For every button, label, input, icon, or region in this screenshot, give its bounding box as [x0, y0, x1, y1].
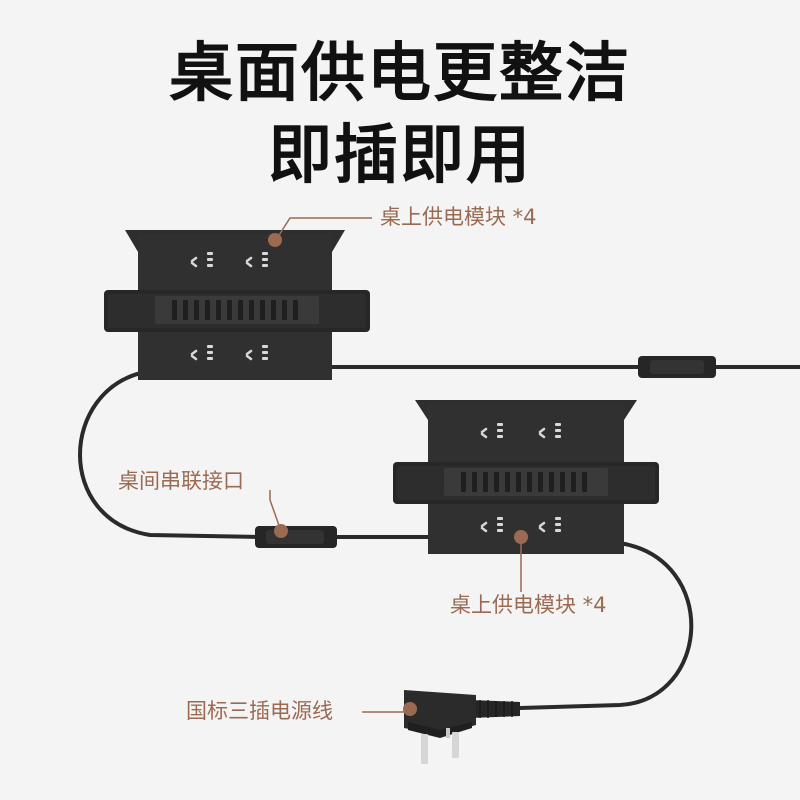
top-power-module	[104, 230, 370, 380]
callout-leaders	[269, 217, 522, 713]
headline-line-2: 即插即用	[268, 119, 532, 193]
callout-top-module: 桌上供电模块 *4	[380, 205, 537, 229]
callout-series-port: 桌间串联接口	[118, 469, 244, 493]
series-port-connector	[255, 524, 337, 548]
bottom-power-module	[393, 400, 659, 554]
callout-bottom-module: 桌上供电模块 *4	[450, 593, 607, 617]
headline-line-1: 桌面供电更整洁	[169, 37, 631, 111]
power-plug	[403, 690, 520, 764]
power-cables	[78, 365, 800, 710]
top-cable-connector	[638, 356, 716, 378]
callout-power-cord: 国标三插电源线	[186, 699, 333, 723]
